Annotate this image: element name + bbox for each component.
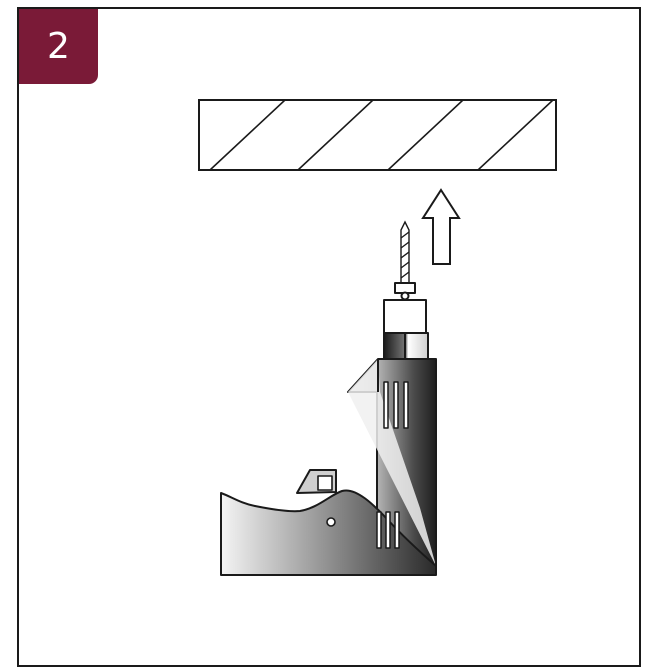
- step-number-badge: 2: [19, 9, 98, 84]
- drill-bit: [400, 220, 410, 284]
- up-arrow-icon: [421, 188, 461, 265]
- hatched-wall: [198, 99, 557, 171]
- power-drill: [220, 282, 437, 576]
